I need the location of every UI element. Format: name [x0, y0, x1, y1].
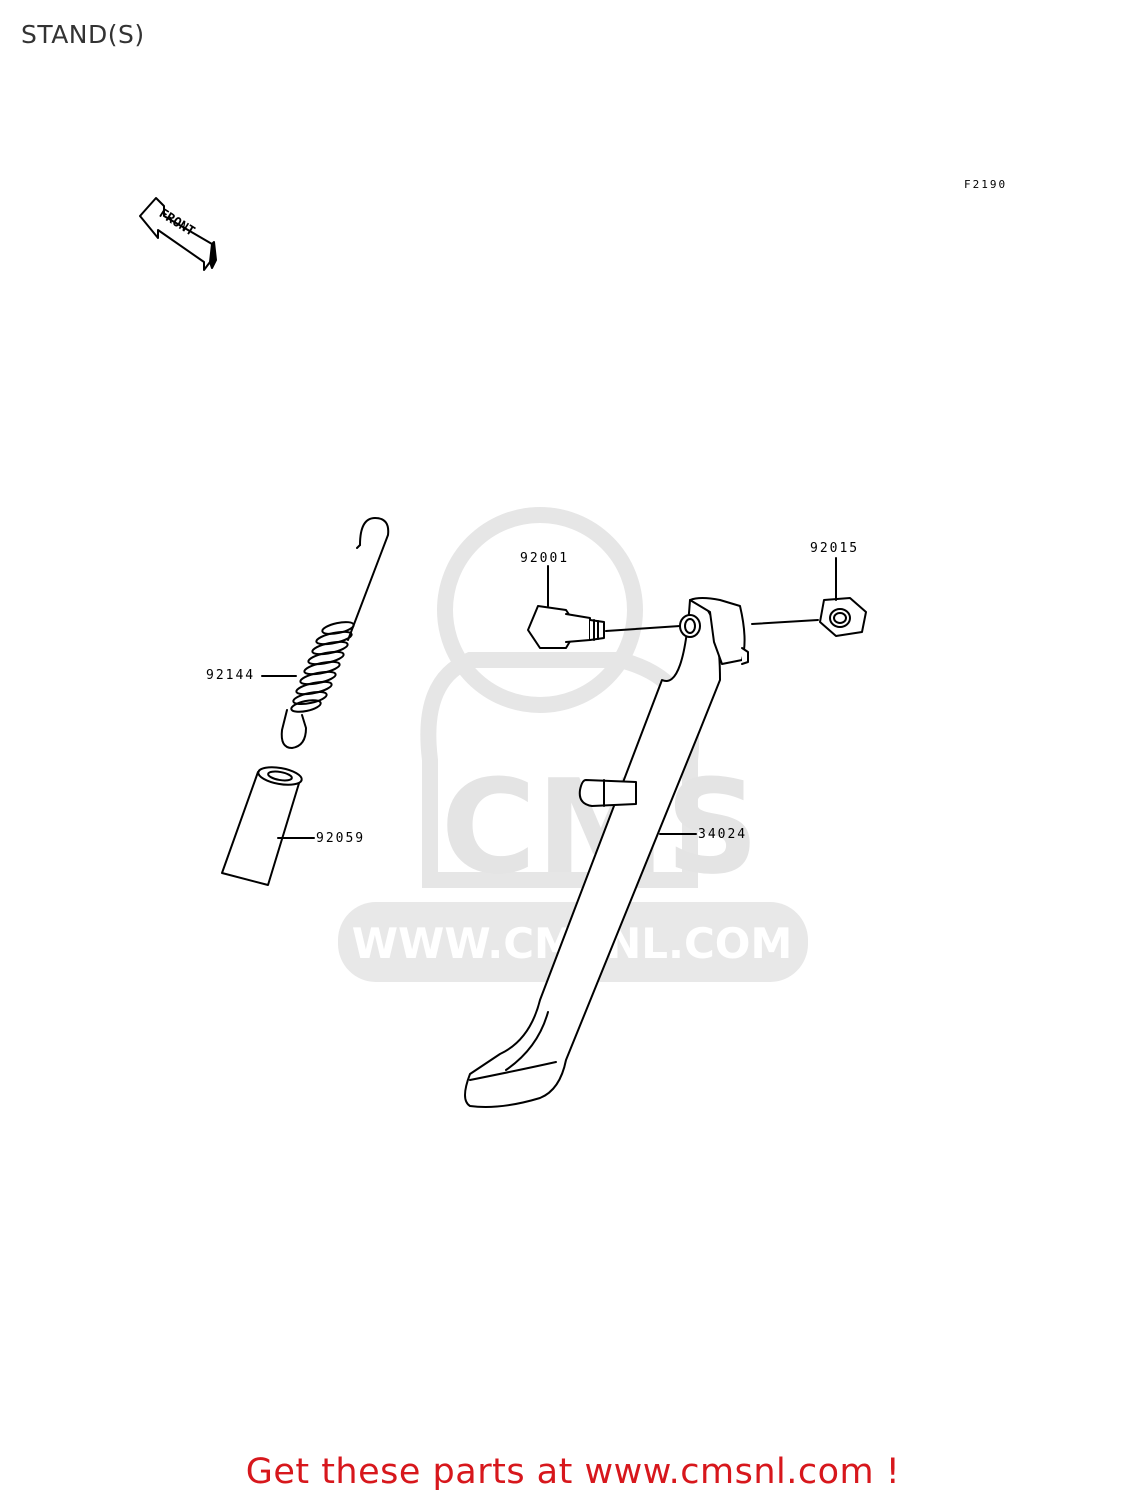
page-title: STAND(S)	[21, 20, 145, 49]
collar-92059	[221, 766, 303, 886]
footer-cta-link[interactable]: Get these parts at www.cmsnl.com !	[245, 1452, 901, 1492]
spring-92144	[280, 517, 390, 749]
side-stand-34024	[464, 597, 749, 1108]
figure-code: F2190	[964, 178, 1008, 191]
front-arrow-icon: FRONT	[139, 197, 217, 271]
part-label-92059: 92059	[316, 831, 366, 846]
part-label-92144: 92144	[206, 668, 256, 683]
part-label-92001: 92001	[520, 551, 570, 566]
part-label-92015: 92015	[810, 541, 860, 556]
part-label-34024: 34024	[698, 827, 748, 842]
nut-92015	[751, 597, 867, 637]
bolt-92001	[527, 605, 681, 649]
